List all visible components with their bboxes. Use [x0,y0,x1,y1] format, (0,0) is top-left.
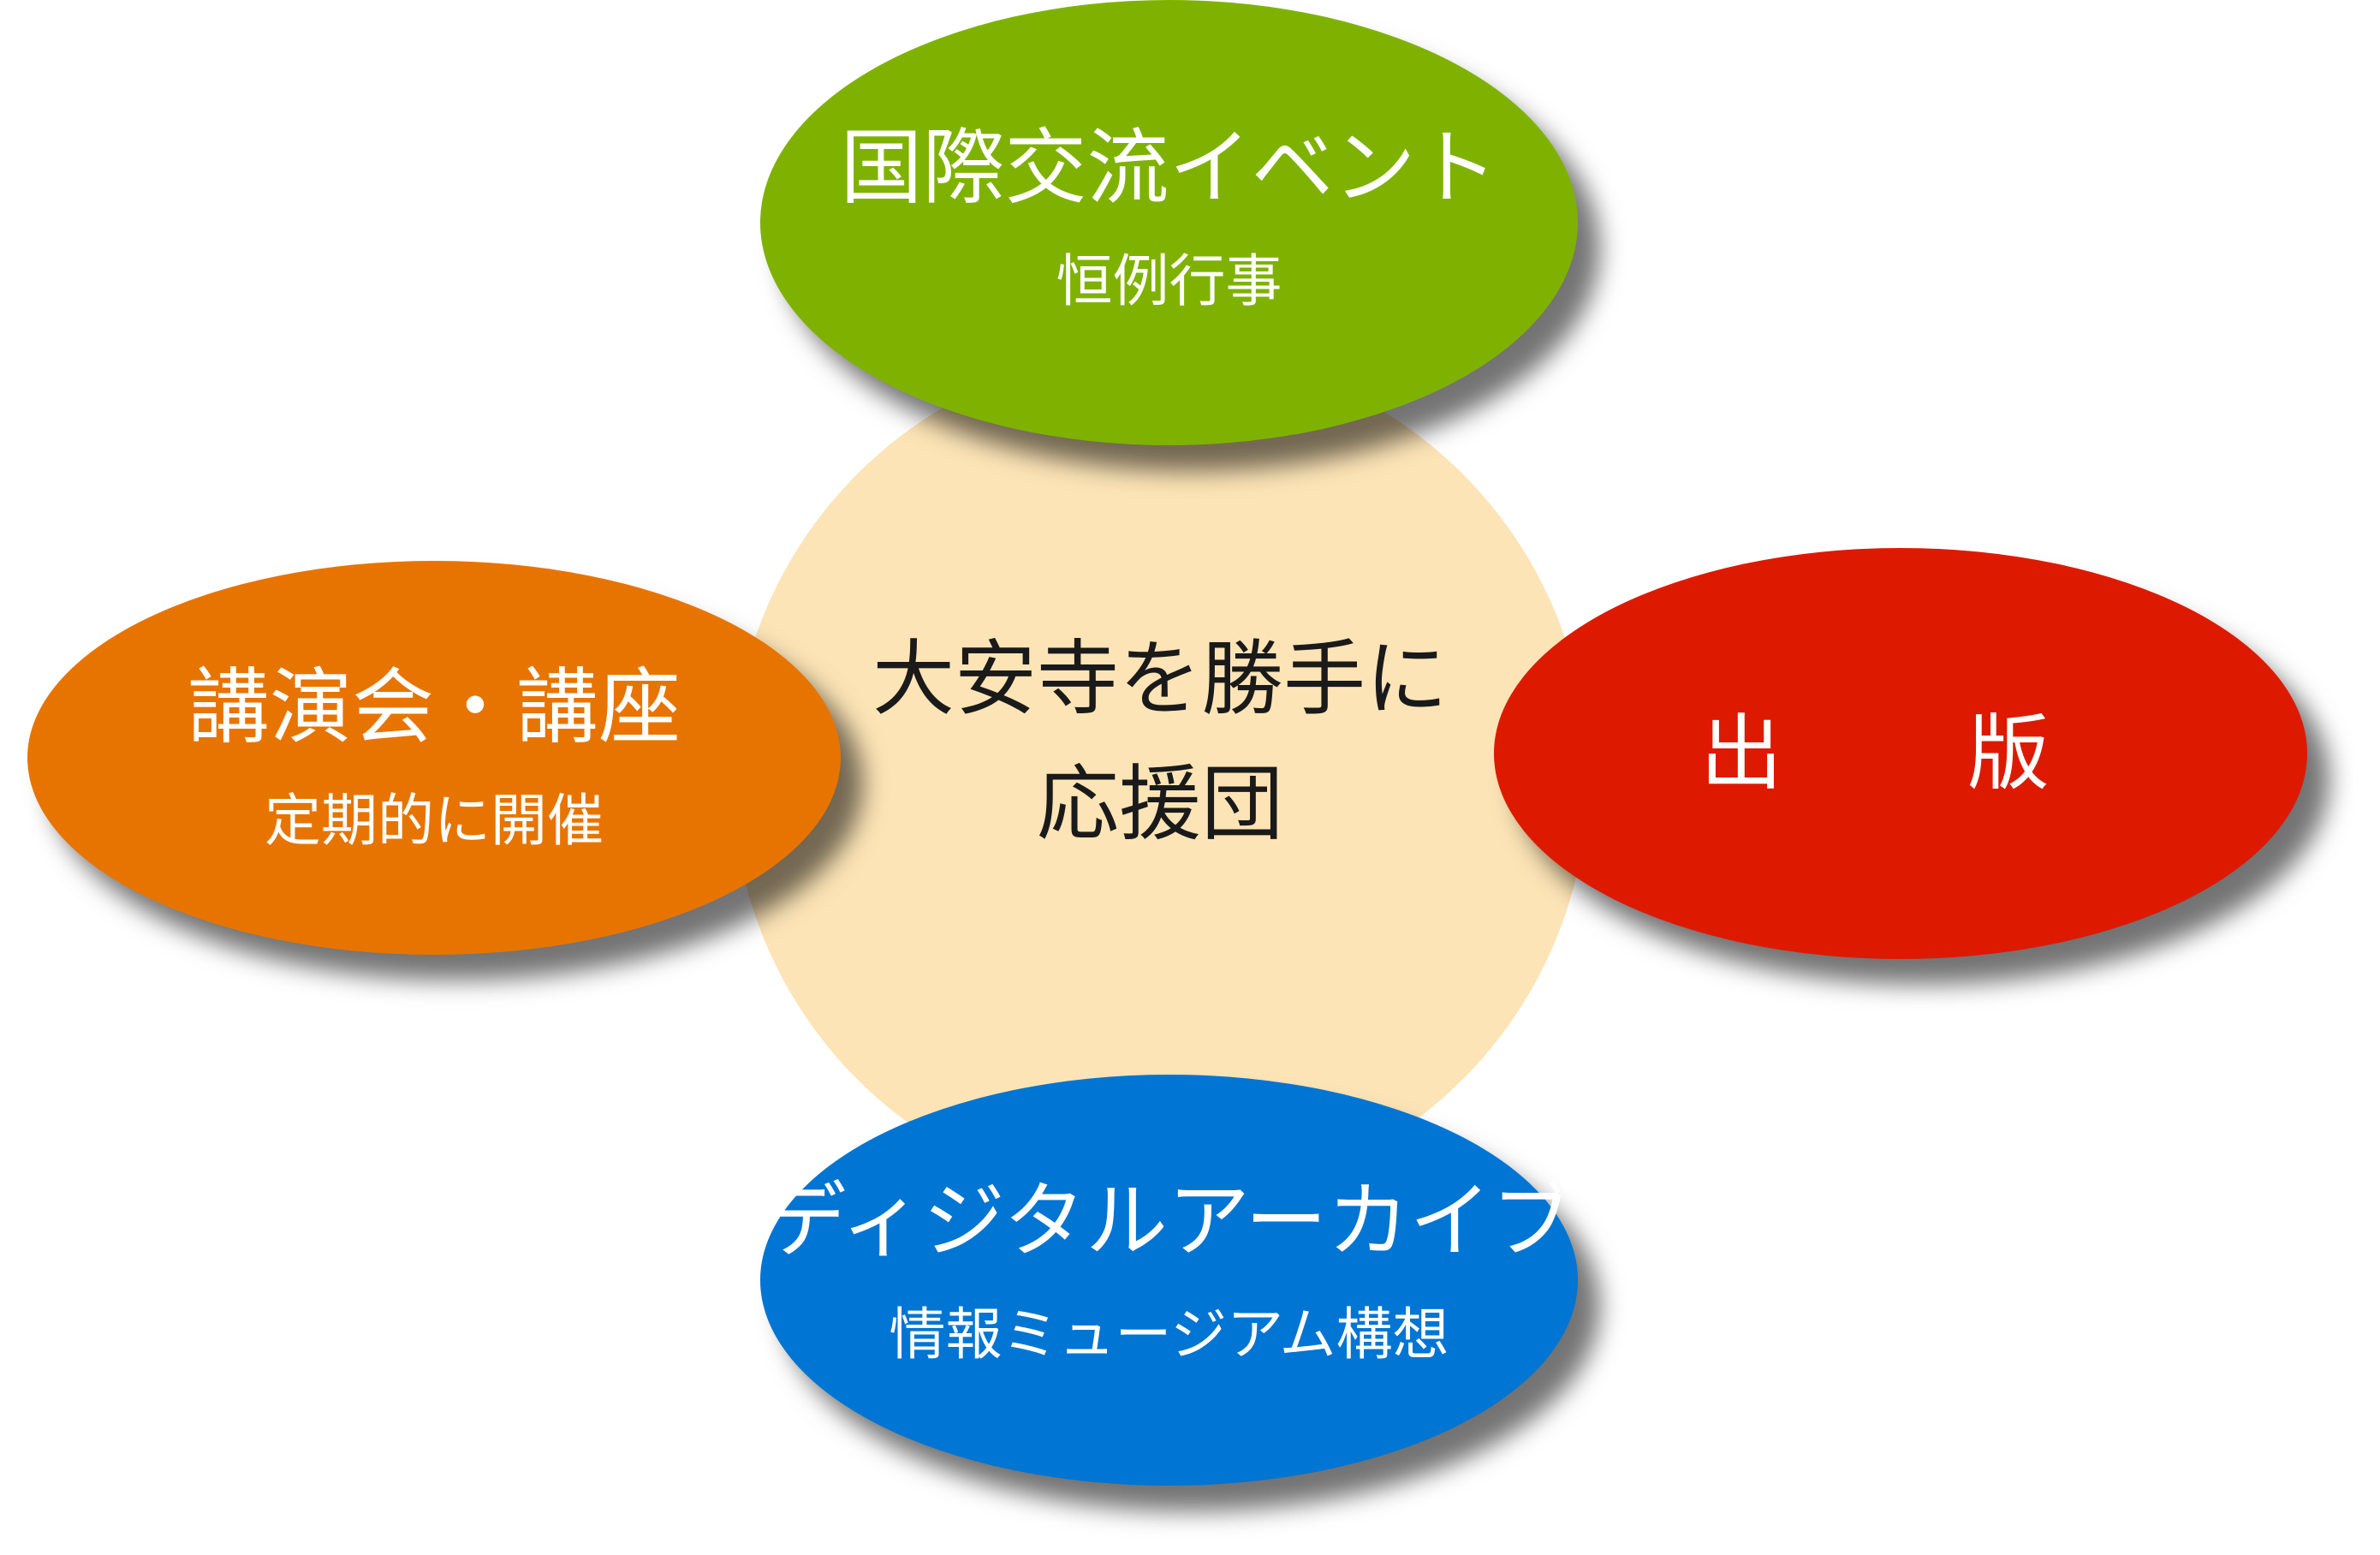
center-label-line-2: 応援団 [1037,756,1283,852]
node-right-title: 出 版 [1700,706,2101,801]
node-lectures: 講演会・講座 定期的に開催 [27,561,841,955]
center-label: 大安寺を勝手に 応援団 [818,617,1502,867]
node-international-exchange: 国際交流イベント 恒例行事 [760,0,1578,445]
center-label-line-1: 大安寺を勝手に [872,631,1448,727]
node-bottom-title: ディジタルアーカイブ [764,1173,1574,1269]
node-top-subtitle: 恒例行事 [1056,248,1282,314]
center-circle [732,349,1588,1205]
node-left-title: 講演会・講座 [187,659,681,755]
node-left-subtitle: 定期的に開催 [265,788,604,854]
node-publishing: 出 版 [1494,548,2307,959]
node-top-title: 国際交流イベント [840,120,1498,216]
node-bottom-subtitle: 情報ミュージアム構想 [889,1302,1449,1367]
node-digital-archive: ディジタルアーカイブ 情報ミュージアム構想 [760,1075,1578,1486]
